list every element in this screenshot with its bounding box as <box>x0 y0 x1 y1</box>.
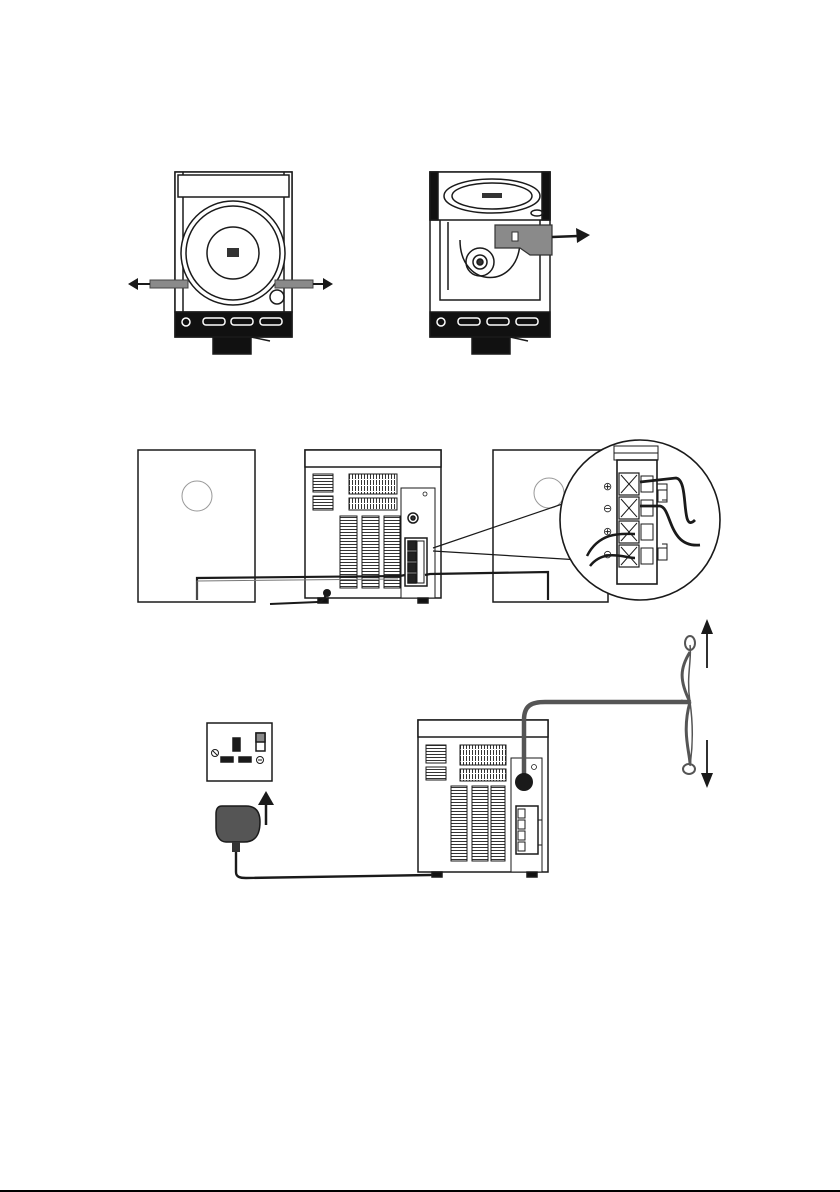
unit-tray-open-right <box>430 172 550 354</box>
speaker-terminal-block <box>405 538 427 586</box>
antenna-arrow-down <box>701 740 713 788</box>
transport-tab-right <box>275 278 333 290</box>
wall-socket <box>207 723 272 781</box>
cd-disc-icon <box>181 201 285 305</box>
mains-plug <box>216 806 260 852</box>
main-unit-rear-step3 <box>418 720 548 877</box>
polarity-minus-1: ⊖ <box>603 502 612 515</box>
mains-cable <box>236 852 438 878</box>
antenna-arrow-up <box>701 619 713 668</box>
unit-front-view-left <box>175 172 292 354</box>
terminal-zoom-circle <box>560 440 720 600</box>
polarity-plus-1: ⊕ <box>603 480 612 493</box>
transport-tab-left <box>128 278 188 290</box>
